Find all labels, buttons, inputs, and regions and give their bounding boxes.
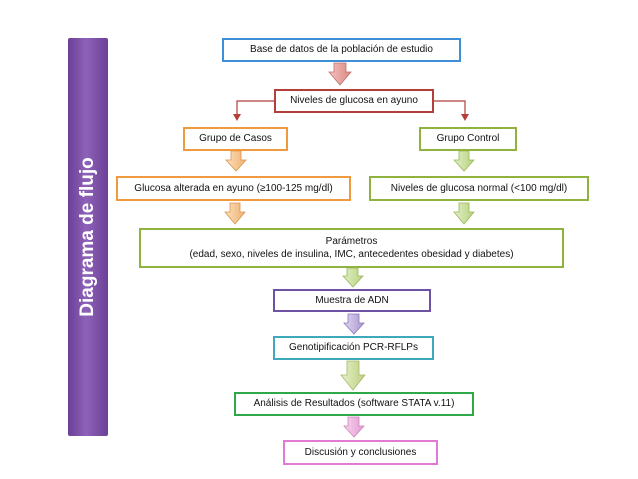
box-niveles-glucosa-label: Niveles de glucosa en ayuno — [290, 95, 418, 107]
branch-line-left — [236, 100, 274, 116]
down-arrow-casos — [225, 150, 247, 172]
box-analisis-resultados: Análisis de Resultados (software STATA v… — [234, 392, 474, 416]
box-grupo-casos-label: Grupo de Casos — [199, 133, 272, 145]
box-genotipificacion: Genotipificación PCR-RFLPs — [273, 336, 434, 360]
down-arrow-muestra — [343, 313, 365, 335]
down-arrow-base — [328, 62, 352, 86]
box-muestra-adn-label: Muestra de ADN — [315, 294, 389, 306]
branch-arrowhead-right — [461, 114, 469, 121]
box-glucosa-alterada: Glucosa alterada en ayuno (≥100-125 mg/d… — [116, 176, 351, 201]
branch-line-right — [434, 100, 466, 116]
box-grupo-control-label: Grupo Control — [436, 133, 500, 145]
box-base-datos: Base de datos de la población de estudio — [222, 38, 461, 62]
box-grupo-casos: Grupo de Casos — [183, 127, 288, 151]
box-base-datos-label: Base de datos de la población de estudio — [250, 44, 433, 56]
box-parametros-title: Parámetros — [325, 235, 378, 247]
down-arrow-control — [453, 150, 475, 172]
branch-arrowhead-left — [233, 114, 241, 121]
box-discusion: Discusión y conclusiones — [283, 440, 438, 465]
down-arrow-analisis — [343, 416, 365, 438]
box-muestra-adn: Muestra de ADN — [273, 289, 431, 312]
down-arrow-genotipificacion — [340, 360, 366, 391]
box-genotipificacion-label: Genotipificación PCR-RFLPs — [289, 342, 418, 354]
box-grupo-control: Grupo Control — [419, 127, 517, 151]
box-discusion-label: Discusión y conclusiones — [304, 446, 417, 458]
box-niveles-glucosa: Niveles de glucosa en ayuno — [274, 89, 434, 113]
flowchart-title-bar: Diagrama de flujo — [68, 38, 108, 436]
down-arrow-normal — [453, 202, 475, 225]
box-glucosa-normal-label: Niveles de glucosa normal (<100 mg/dl) — [390, 182, 568, 194]
box-analisis-resultados-label: Análisis de Resultados (software STATA v… — [253, 398, 455, 410]
box-parametros: Parámetros (edad, sexo, niveles de insul… — [139, 228, 564, 268]
box-glucosa-normal: Niveles de glucosa normal (<100 mg/dl) — [369, 176, 589, 201]
down-arrow-parametros — [342, 267, 364, 288]
down-arrow-alterada — [224, 202, 246, 225]
box-parametros-detail: (edad, sexo, niveles de insulina, IMC, a… — [189, 249, 514, 260]
box-glucosa-alterada-label: Glucosa alterada en ayuno (≥100-125 mg/d… — [134, 182, 333, 194]
